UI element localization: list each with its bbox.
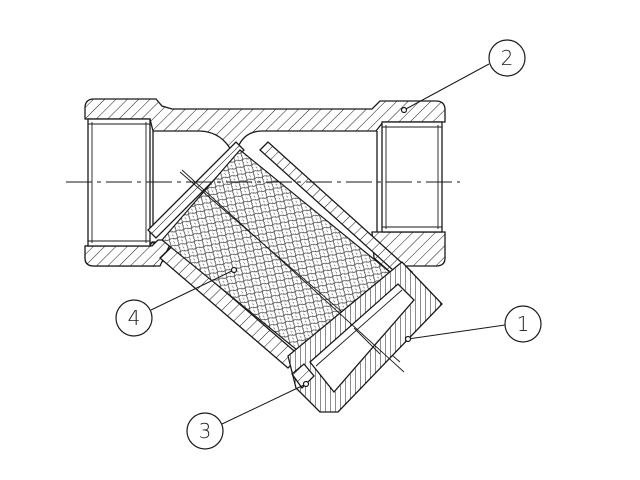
callout-2-label: 2 [501, 46, 514, 70]
screen-chamber [147, 141, 413, 369]
callout-3-label: 3 [199, 419, 212, 443]
callout-2: 2 [400, 39, 526, 114]
callout-4: 4 [115, 266, 238, 337]
callout-1-label: 1 [517, 312, 530, 336]
screen-axis [181, 169, 405, 373]
callout-3: 3 [186, 380, 310, 450]
callout-4-label: 4 [128, 306, 141, 330]
gasket [291, 363, 315, 390]
callout-1: 1 [404, 305, 542, 343]
